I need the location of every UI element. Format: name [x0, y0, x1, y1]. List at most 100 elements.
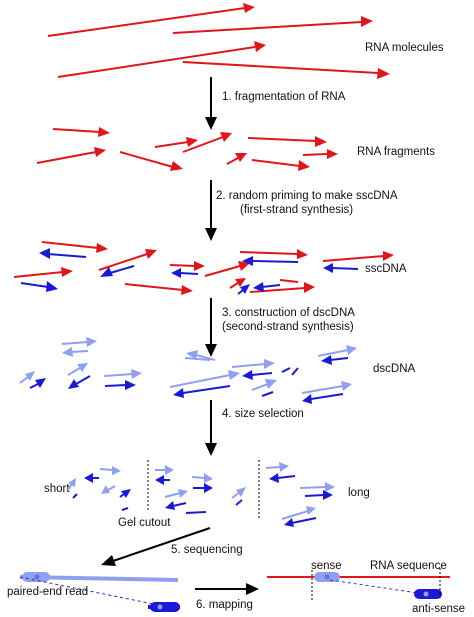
- dna-strand-arrowhead: [325, 482, 335, 492]
- rna-molecule-arrow: [57, 46, 256, 78]
- rna-sequence-label: RNA sequence: [370, 560, 447, 572]
- dna-strand-arrowhead: [279, 462, 289, 472]
- dna-strand-arrow: [277, 475, 296, 479]
- rna-molecules-label: RNA molecules: [365, 42, 444, 54]
- dna-strand-arrowhead: [236, 487, 246, 497]
- dna-strand-arrowhead: [165, 465, 174, 475]
- dna-strand-arrow: [317, 349, 349, 357]
- dna-strand-arrow: [281, 510, 309, 520]
- rna-molecule-arrowhead: [361, 16, 373, 27]
- step-5-arrowhead: [101, 555, 116, 566]
- cdna-strand-arrow: [47, 253, 87, 258]
- rna-fragment-arrowhead: [315, 136, 327, 147]
- cdna-strand-arrowhead: [242, 256, 253, 266]
- dna-strand-arrowhead: [321, 355, 332, 365]
- short-label: short: [44, 483, 70, 495]
- step-1-label: 1. fragmentation of RNA: [222, 91, 346, 103]
- dna-strand-arrow: [251, 383, 269, 391]
- step-6-label: 6. mapping: [196, 599, 253, 611]
- rna-fragment-arrowhead: [220, 132, 232, 142]
- step-2-arrowhead: [205, 228, 217, 241]
- cdna-strand-arrowhead: [323, 263, 333, 273]
- dna-strand-arrow: [19, 376, 29, 384]
- dna-strand-arrow: [291, 517, 317, 524]
- dna-strand-arrow: [172, 502, 187, 507]
- dscdna-label: dscDNA: [373, 363, 416, 375]
- rna-fragment-arrow: [52, 128, 101, 133]
- dna-strand-arrowhead: [242, 370, 253, 380]
- cdna-strand-arrowhead: [253, 282, 264, 292]
- dna-strand-arrow: [107, 485, 116, 491]
- read-2-marker: [157, 604, 163, 610]
- paired-end-read-group: [19, 572, 180, 612]
- dna-strand-arrowhead: [35, 378, 46, 388]
- dna-strand-arrowhead: [125, 380, 136, 390]
- dna-strand-arrow: [329, 357, 349, 361]
- rna-strand-arrow: [41, 241, 99, 249]
- rna-strand-arrowhead: [383, 251, 394, 261]
- step-2-label-line-2: (first-strand synthesis): [240, 204, 353, 216]
- rna-molecule-arrow: [172, 21, 363, 34]
- dna-strand-arrow: [29, 383, 39, 389]
- step-4-arrowhead: [205, 443, 217, 456]
- dna-strand-arrowhead: [155, 475, 164, 485]
- dna-strand-arrowhead: [84, 473, 93, 483]
- cdna-strand-arrow: [20, 282, 49, 288]
- dna-strand-arrowhead: [131, 369, 142, 379]
- dna-strand-arrowhead: [346, 345, 357, 355]
- dna-strand-arrowhead: [62, 347, 73, 357]
- dscdna-group: [19, 337, 357, 404]
- step-6-arrowhead: [246, 583, 259, 595]
- cdna-strand-arrowhead: [100, 267, 113, 277]
- long-label: long: [348, 487, 370, 499]
- dna-strand-arrow: [70, 350, 89, 353]
- rna-fragment-arrow: [251, 159, 301, 167]
- dna-strand-arrowhead: [86, 337, 97, 347]
- rna-strand-arrowhead: [194, 261, 205, 271]
- rna-strand-arrow: [249, 287, 306, 293]
- dna-strand-arrowhead: [68, 379, 79, 389]
- rna-strand-arrow: [204, 265, 241, 277]
- dna-strand-arrow: [304, 494, 325, 497]
- rna-fragment-arrowhead: [298, 160, 310, 171]
- dna-strand-arrow: [104, 384, 127, 387]
- rna-strand-arrowhead: [297, 249, 308, 259]
- rna-molecule-arrowhead: [377, 68, 390, 79]
- rna-fragment-arrow: [36, 151, 97, 164]
- rna-strand-arrow: [279, 279, 299, 283]
- rna-fragment-arrowhead: [327, 149, 338, 159]
- rna-strand-arrow: [239, 251, 299, 255]
- dna-strand-arrowhead: [284, 518, 294, 527]
- dna-strand-arrow: [195, 354, 216, 361]
- rna-strand-arrowhead: [304, 282, 315, 293]
- rna-fragments-group: [36, 127, 338, 171]
- mate-link: [329, 579, 426, 595]
- dna-strand-arrow: [72, 493, 78, 499]
- cdna-strand-arrowhead: [240, 284, 250, 294]
- dna-strand-arrowhead: [173, 388, 184, 398]
- rna-fragment-arrow: [154, 141, 189, 148]
- sscdna-group: [13, 241, 394, 295]
- dna-strand-arrowhead: [121, 489, 131, 498]
- dna-strand-arrow: [67, 483, 73, 491]
- sscdna-label: sscDNA: [365, 263, 407, 275]
- sense-label: sense: [311, 560, 342, 572]
- rna-strand-arrow: [169, 264, 196, 267]
- dna-strand-arrowhead: [25, 371, 35, 381]
- dna-strand-arrow: [184, 357, 211, 361]
- rna-molecule-arrowhead: [243, 3, 255, 13]
- step-3-label-line-2: (second-strand synthesis): [222, 321, 354, 333]
- rna-strand-arrow: [322, 255, 385, 262]
- size-selected-fragments-group: [67, 462, 335, 527]
- dna-strand-arrow: [164, 492, 181, 498]
- dna-strand-arrow: [235, 499, 243, 506]
- cdna-strand-arrow: [261, 284, 281, 288]
- dna-strand-arrowhead: [264, 359, 275, 369]
- dna-strand-arrowhead: [77, 363, 88, 372]
- rna-fragment-arrow: [182, 136, 224, 153]
- mapping-group: [267, 568, 450, 602]
- sense-read-marker: [324, 574, 330, 580]
- dna-strand-arrowhead: [228, 370, 240, 380]
- rna-molecule-arrow: [47, 7, 246, 37]
